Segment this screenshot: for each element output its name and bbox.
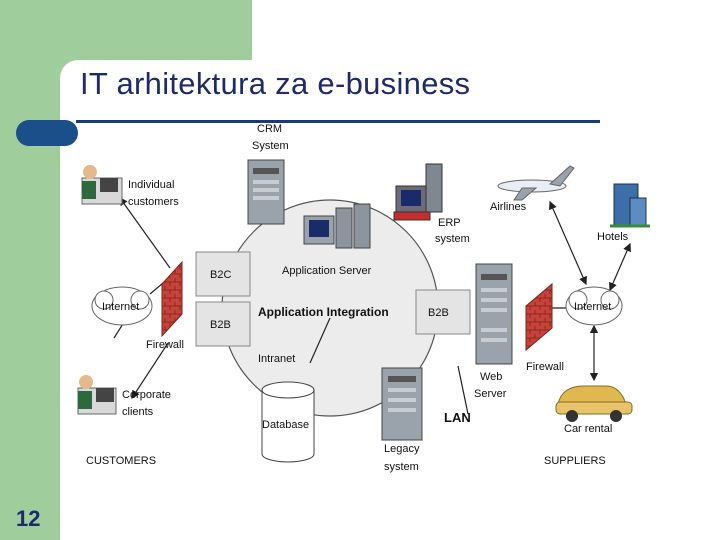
customers-label: CUSTOMERS bbox=[86, 455, 156, 467]
airplane-icon bbox=[497, 165, 575, 201]
intranet-label: Intranet bbox=[258, 353, 295, 365]
web-server-label-2: Server bbox=[474, 388, 507, 400]
b2b-right-box bbox=[415, 289, 471, 335]
individual-label-1: Individual bbox=[128, 179, 174, 191]
corporate-client-icon bbox=[77, 375, 117, 415]
hotels-label: Hotels bbox=[597, 231, 629, 243]
firewall-left-label: Firewall bbox=[146, 339, 184, 351]
application-integration-label: Application Integration bbox=[258, 305, 389, 319]
b2b-left-label: B2B bbox=[210, 319, 231, 331]
lan-label: LAN bbox=[444, 410, 471, 425]
firewall-left-icon bbox=[161, 260, 183, 338]
erp-label-1: ERP bbox=[438, 217, 461, 229]
database-icon bbox=[261, 381, 315, 463]
title-underline bbox=[76, 120, 600, 123]
application-server-label: Application Server bbox=[282, 265, 372, 277]
web-server-icon bbox=[475, 263, 513, 365]
internet-right-cloud-icon bbox=[565, 286, 623, 326]
b2c-label: B2C bbox=[210, 269, 231, 281]
erp-label-2: system bbox=[435, 233, 470, 245]
title-accent-pill bbox=[16, 120, 78, 146]
b2c-box bbox=[195, 251, 251, 297]
background-green-left bbox=[0, 122, 60, 540]
erp-system-icon bbox=[393, 163, 443, 221]
individual-label-2: customers bbox=[128, 196, 179, 208]
crm-label-2: System bbox=[252, 140, 289, 152]
internet-left-label: Internet bbox=[102, 301, 139, 313]
corporate-label-2: clients bbox=[122, 406, 154, 418]
b2b-right-label: B2B bbox=[428, 307, 449, 319]
hotel-icon bbox=[610, 183, 650, 228]
firewall-right-icon bbox=[525, 282, 553, 352]
architecture-diagram: CRM System Application Server ERP system… bbox=[77, 123, 650, 473]
application-server-icon bbox=[303, 203, 371, 249]
b2b-left-box bbox=[195, 301, 251, 347]
firewall-right-label: Firewall bbox=[526, 361, 564, 373]
crm-label-1: CRM bbox=[257, 123, 282, 135]
slide-title: IT arhitektura za e-business bbox=[80, 66, 471, 101]
suppliers-label: SUPPLIERS bbox=[544, 455, 606, 467]
individual-customer-icon bbox=[81, 165, 123, 205]
web-server-label-1: Web bbox=[480, 371, 502, 383]
database-label: Database bbox=[262, 419, 309, 431]
car-rental-label: Car rental bbox=[564, 423, 612, 435]
page-number: 12 bbox=[16, 506, 41, 531]
legacy-label-2: system bbox=[384, 461, 419, 473]
internet-left-cloud-icon bbox=[91, 286, 153, 326]
crm-server-icon bbox=[247, 159, 285, 225]
airlines-label: Airlines bbox=[490, 201, 527, 213]
legacy-system-icon bbox=[381, 367, 423, 441]
legacy-label-1: Legacy bbox=[384, 443, 420, 455]
internet-right-label: Internet bbox=[574, 301, 611, 313]
car-icon bbox=[555, 385, 633, 422]
corporate-label-1: Corporate bbox=[122, 389, 171, 401]
